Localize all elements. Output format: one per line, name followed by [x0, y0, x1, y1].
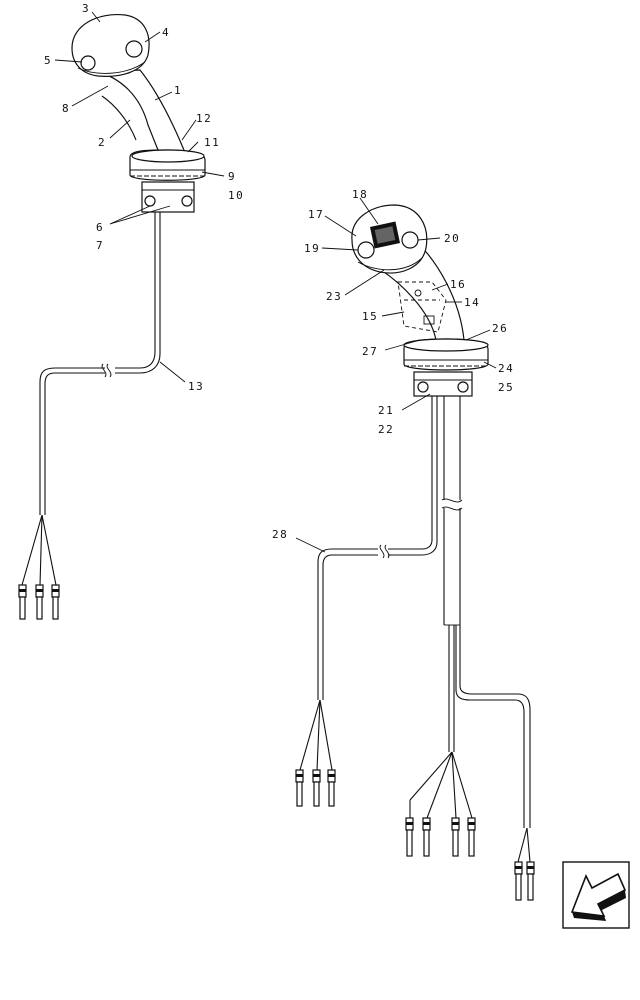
callout-24: 24 — [498, 362, 514, 375]
left-head-edge — [77, 61, 146, 74]
callout-22: 22 — [378, 423, 394, 436]
callout-labels: 3 4 5 8 1 2 12 11 9 10 6 7 13 18 17 19 2… — [44, 2, 514, 541]
callout-3: 3 — [82, 2, 90, 15]
right-branch-terminals — [295, 769, 336, 807]
left-button-5 — [80, 55, 96, 71]
callout-8: 8 — [62, 102, 70, 115]
callout-2: 2 — [98, 136, 106, 149]
callout-28: 28 — [272, 528, 288, 541]
left-button-4 — [125, 40, 143, 58]
right-button-20 — [401, 231, 419, 249]
side-terminals — [514, 861, 535, 901]
left-leader-lines — [54, 11, 225, 383]
callout-21: 21 — [378, 404, 394, 417]
callout-27: 27 — [362, 345, 378, 358]
left-joystick-assembly — [18, 11, 225, 620]
callout-6: 6 — [96, 221, 104, 234]
right-leader-lines — [295, 197, 497, 553]
callout-10: 10 — [228, 189, 244, 202]
right-rocker-switch — [369, 221, 401, 249]
callout-18: 18 — [352, 188, 368, 201]
callout-5: 5 — [44, 54, 52, 67]
callout-23: 23 — [326, 290, 342, 303]
right-cable-28 — [388, 396, 433, 550]
callout-17: 17 — [308, 208, 324, 221]
callout-19: 19 — [304, 242, 320, 255]
callout-14: 14 — [464, 296, 480, 309]
left-shaft-line — [101, 95, 137, 141]
right-main-terminals — [405, 817, 476, 857]
callout-1: 1 — [174, 84, 182, 97]
left-cable-13 — [115, 212, 156, 369]
callout-16: 16 — [450, 278, 466, 291]
callout-9: 9 — [228, 170, 236, 183]
left-handle-grip — [97, 69, 187, 156]
callout-4: 4 — [162, 26, 170, 39]
left-terminals — [18, 584, 60, 620]
callout-20: 20 — [444, 232, 460, 245]
callout-7: 7 — [96, 239, 104, 252]
callout-12: 12 — [196, 112, 212, 125]
callout-15: 15 — [362, 310, 378, 323]
right-joystick-assembly — [295, 197, 535, 901]
callout-11: 11 — [204, 136, 220, 149]
callout-13: 13 — [188, 380, 204, 393]
arrow-bottom-left-icon[interactable] — [562, 861, 630, 929]
callout-26: 26 — [492, 322, 508, 335]
callout-25: 25 — [498, 381, 514, 394]
right-internal-board — [397, 281, 447, 333]
right-button-19 — [357, 241, 375, 259]
